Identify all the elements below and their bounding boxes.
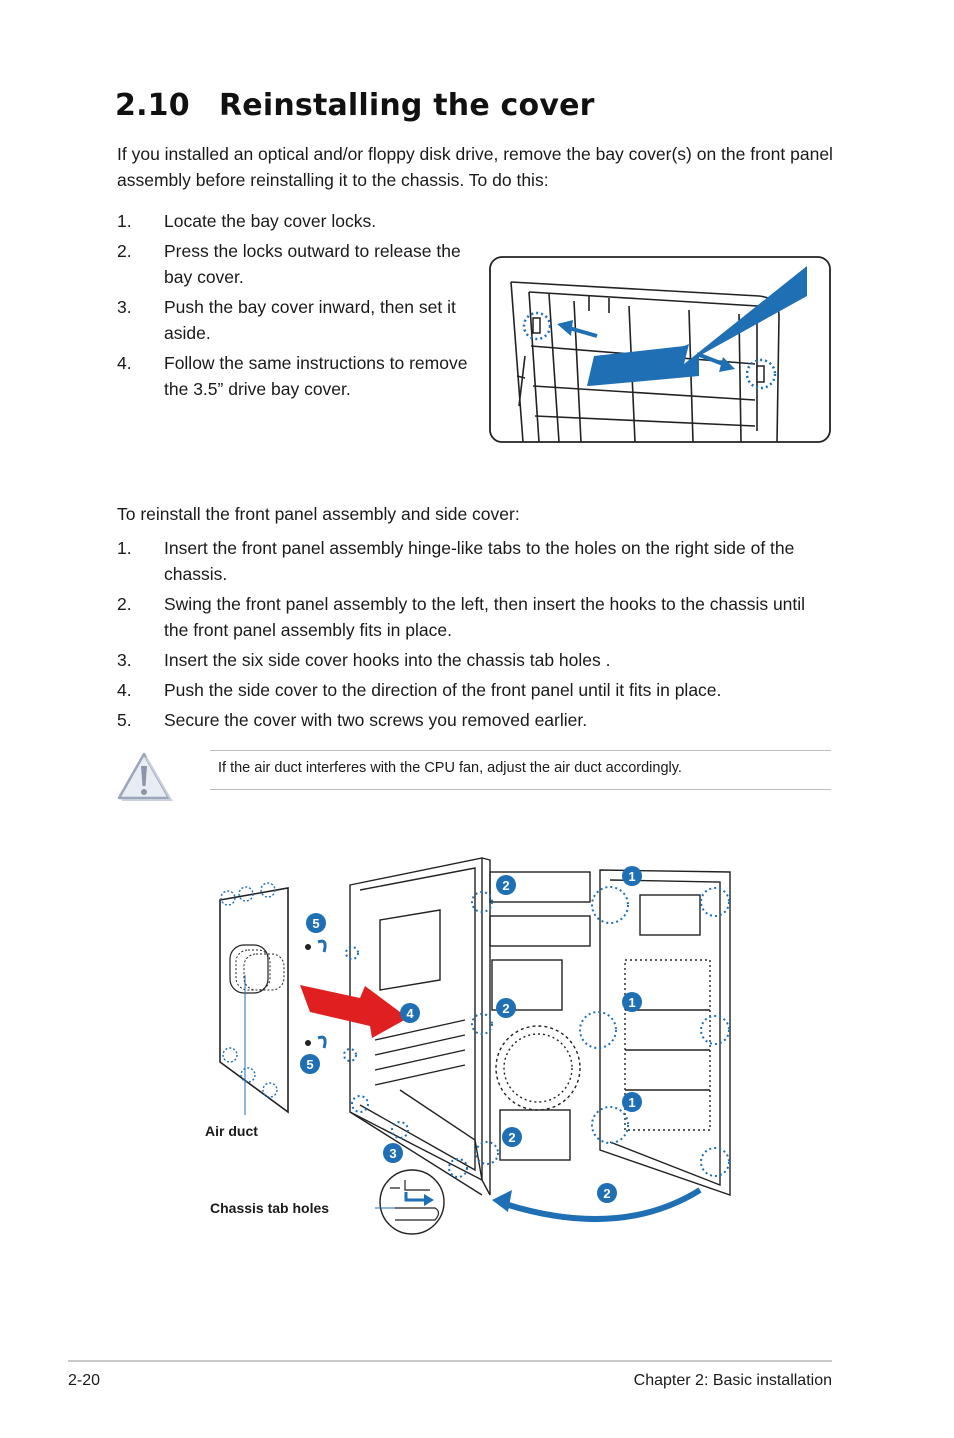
screw-icon — [305, 939, 327, 953]
section-title: 2.10 Reinstalling the cover — [115, 88, 595, 123]
warning-triangle-icon — [117, 752, 173, 801]
list-item: 2.Swing the front panel assembly to the … — [117, 594, 806, 640]
svg-text:5: 5 — [312, 916, 319, 931]
chapter-label: Chapter 2: Basic installation — [633, 1372, 832, 1389]
screw-icon — [305, 1035, 327, 1049]
front-panel-door — [599, 869, 731, 1196]
list-item: 5.Secure the cover with two screws you r… — [117, 710, 588, 730]
callout-4: 4 — [400, 1003, 420, 1023]
air-duct-icon — [229, 944, 285, 994]
chassis-tab-holes-label: Chassis tab holes — [210, 1200, 330, 1216]
callout-5: 5 — [300, 1054, 320, 1074]
section-title-text: Reinstalling the cover — [219, 88, 595, 123]
chassis-body — [349, 857, 591, 1196]
section-number: 2.10 — [115, 88, 190, 123]
svg-text:1: 1 — [628, 995, 635, 1010]
tab-hole-magnifier — [375, 1169, 445, 1235]
svg-text:2: 2 — [603, 1186, 610, 1201]
list-item: 3.Insert the six side cover hooks into t… — [117, 650, 611, 670]
lock-left-icon — [522, 311, 552, 341]
list-item: 1.Locate the bay cover locks. — [117, 211, 377, 231]
callout-5: 5 — [306, 913, 326, 933]
svg-text:2: 2 — [508, 1130, 515, 1145]
list-item: 1.Insert the front panel assembly hinge-… — [117, 538, 795, 584]
caution-text: If the air duct interferes with the CPU … — [218, 760, 682, 776]
reinstall-steps: 1.Insert the front panel assembly hinge-… — [117, 535, 827, 737]
callout-markers: 1 1 1 2 2 2 2 3 4 5 5 — [300, 866, 642, 1203]
callout-3: 3 — [383, 1143, 403, 1163]
svg-text:2: 2 — [502, 878, 509, 893]
callout-1: 1 — [622, 866, 642, 886]
push-side-cover-arrow-icon — [300, 985, 408, 1038]
svg-text:1: 1 — [628, 1095, 635, 1110]
svg-text:2: 2 — [502, 1001, 509, 1016]
callout-1: 1 — [622, 992, 642, 1012]
list-item: 2.Press the locks outward to release the… — [117, 241, 461, 287]
page-number: 2-20 — [68, 1372, 101, 1389]
reinstall-intro: To reinstall the front panel assembly an… — [117, 504, 520, 524]
chassis-assembly-illustration: 1 1 1 2 2 2 2 3 4 5 5 — [219, 857, 731, 1235]
outward-arrow-left-icon — [557, 320, 598, 338]
lock-right-icon — [745, 358, 777, 390]
air-duct-label: Air duct — [205, 1123, 258, 1139]
intro-paragraph: If you installed an optical and/or flopp… — [117, 144, 833, 190]
svg-text:3: 3 — [389, 1146, 396, 1161]
callout-2: 2 — [496, 998, 516, 1018]
side-cover-panel — [219, 887, 289, 1114]
outward-arrow-right-icon — [696, 352, 735, 372]
note-bottom-rule — [210, 789, 831, 790]
note-top-rule — [210, 750, 831, 751]
list-item: 3.Push the bay cover inward, then set it… — [117, 297, 456, 343]
hook-circles — [343, 886, 730, 1178]
bay-cover-arrow-icon — [587, 346, 684, 386]
bay-cover-illustration — [489, 256, 831, 443]
callout-2: 2 — [597, 1183, 617, 1203]
swing-arrow-icon — [504, 1187, 702, 1223]
callout-2: 2 — [496, 875, 516, 895]
list-item: 4.Push the side cover to the direction o… — [117, 680, 722, 700]
svg-text:1: 1 — [628, 869, 635, 884]
callout-2: 2 — [502, 1127, 522, 1147]
callout-1: 1 — [622, 1092, 642, 1112]
list-item: 4.Follow the same instructions to remove… — [117, 353, 468, 399]
bay-cover-steps: 1.Locate the bay cover locks. 2.Press th… — [117, 208, 482, 406]
svg-text:5: 5 — [306, 1057, 313, 1072]
svg-text:4: 4 — [406, 1006, 414, 1021]
push-arrow-icon — [587, 266, 807, 386]
footer-rule — [68, 1360, 832, 1362]
side-cover-hooks — [220, 882, 278, 1098]
